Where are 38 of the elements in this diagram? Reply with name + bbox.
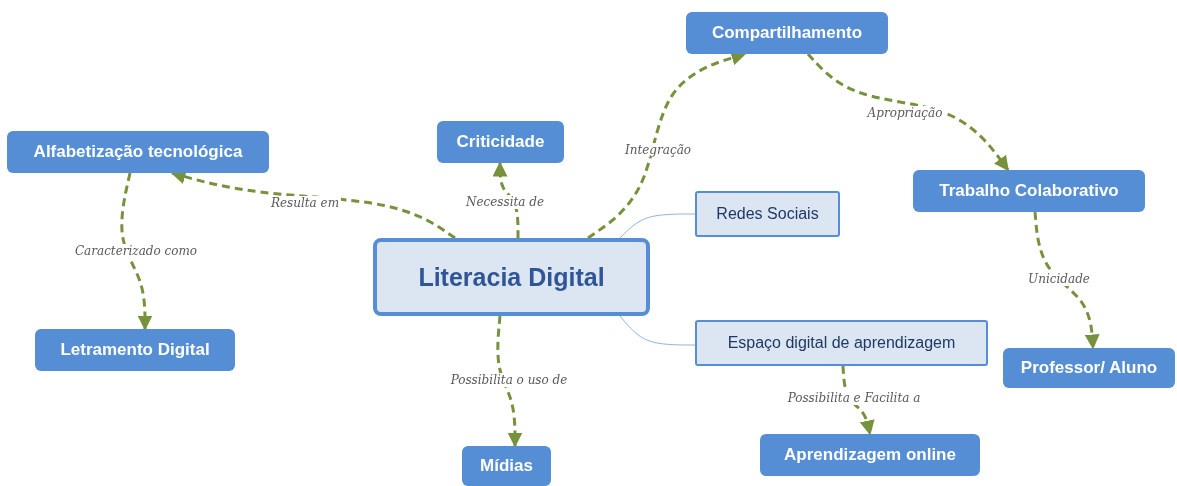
edge-label: Resulta em xyxy=(268,196,342,210)
edge-label: Unicidade xyxy=(1026,272,1092,286)
concept-box xyxy=(7,131,269,173)
arrow xyxy=(120,172,153,331)
concept-label: Compartilhamento xyxy=(711,23,863,43)
connector-line xyxy=(619,213,696,239)
concept-label: Literacia Digital xyxy=(418,262,605,292)
concept-box xyxy=(437,121,564,163)
concept-label: Alfabetização tecnológica xyxy=(33,142,243,162)
edge-label: Integração xyxy=(622,143,694,157)
edge-label: Apropriação xyxy=(865,106,945,120)
concept-box xyxy=(35,329,235,371)
concept-box xyxy=(913,170,1145,212)
arrow xyxy=(806,53,1010,172)
concept-box xyxy=(686,12,888,54)
connector-line xyxy=(619,315,696,346)
concept-label: Letramento Digital xyxy=(60,340,210,360)
concept-box xyxy=(462,446,551,486)
concept-box xyxy=(373,238,650,316)
edge-label: Necessita de xyxy=(463,195,547,209)
arrow xyxy=(841,365,875,436)
concept-label: Professor/ Aluno xyxy=(1020,358,1158,378)
arrow xyxy=(496,315,523,448)
concept-label: Redes Sociais xyxy=(716,205,819,223)
concept-label: Trabalho Colaborativo xyxy=(939,181,1119,201)
concept-box xyxy=(695,191,840,237)
edge-label: Caracterizado como xyxy=(72,244,200,258)
concept-box xyxy=(760,434,980,476)
concept-label: Aprendizagem online xyxy=(784,445,956,465)
arrow xyxy=(492,161,520,238)
concept-label: Mídias xyxy=(480,456,533,476)
concept-box xyxy=(1003,348,1175,388)
concept-label: Criticidade xyxy=(456,132,545,152)
concept-label: Espaço digital de aprendizagem xyxy=(727,334,956,352)
edge-label: Possibilita o uso de xyxy=(448,373,570,387)
arrow xyxy=(1033,211,1100,350)
edge-label: Possibilita e Facilita a xyxy=(785,391,923,405)
concept-box xyxy=(695,320,988,366)
